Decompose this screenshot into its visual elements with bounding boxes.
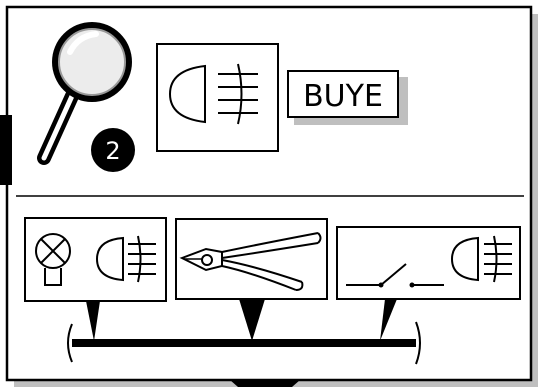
- panel-switch-headlamp: [337, 227, 520, 299]
- bottom-edge-tab: [230, 380, 300, 387]
- step-number: 2: [105, 137, 120, 165]
- tag-text: BUYE: [303, 79, 383, 114]
- wire-cutter-pliers-icon: [176, 219, 327, 299]
- tag-label-box: BUYE: [288, 71, 408, 125]
- step-badge: 2: [91, 128, 135, 172]
- left-edge-tab: [0, 115, 12, 185]
- panel-bulb-headlamp: [25, 218, 166, 301]
- headlamp-symbol-box: [157, 44, 278, 151]
